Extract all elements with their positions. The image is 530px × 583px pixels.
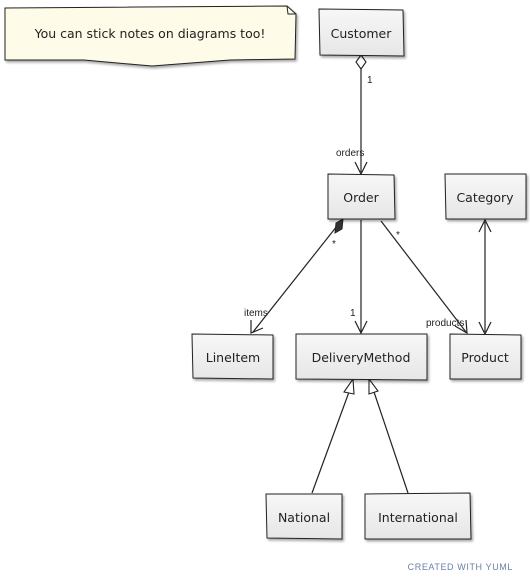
note-text: You can stick notes on diagrams too! <box>34 26 266 41</box>
products-multiplicity: * <box>396 230 400 241</box>
class-international[interactable]: International <box>364 492 472 540</box>
class-name: Order <box>343 190 379 205</box>
arrowhead-category <box>478 218 492 233</box>
edge-labels: 1 orders * items 1 * products <box>244 75 464 329</box>
class-name: International <box>378 510 458 525</box>
edge-international-delivery <box>373 391 409 494</box>
composition-diamond-icon <box>334 218 344 234</box>
associations <box>250 54 492 494</box>
edge-order-lineitem <box>252 225 338 333</box>
arrowhead-lineitem <box>250 320 264 334</box>
inheritance-triangle-icon <box>368 377 379 395</box>
class-product[interactable]: Product <box>449 333 522 380</box>
class-name: DeliveryMethod <box>312 350 411 365</box>
edge-order-product <box>380 220 467 333</box>
class-deliverymethod[interactable]: DeliveryMethod <box>295 333 428 381</box>
edge-national-delivery <box>311 391 350 494</box>
arrowhead-product <box>454 319 468 335</box>
inheritance-triangle-icon <box>343 377 355 395</box>
arrowhead-delivery <box>354 320 368 335</box>
class-lineitem[interactable]: LineItem <box>191 333 274 380</box>
class-name: National <box>278 510 330 525</box>
orders-role-label: orders <box>336 148 364 159</box>
sticky-note: You can stick notes on diagrams too! <box>4 5 297 67</box>
class-order[interactable]: Order <box>327 173 396 220</box>
class-category[interactable]: Category <box>444 173 527 220</box>
lineitem-multiplicity: * <box>332 239 336 250</box>
class-name: Category <box>456 190 514 205</box>
aggregation-diamond-icon <box>355 54 367 70</box>
class-name: Customer <box>331 26 393 41</box>
customer-multiplicity: 1 <box>367 75 373 86</box>
delivery-multiplicity: 1 <box>350 308 356 319</box>
class-name: Product <box>461 350 509 365</box>
class-national[interactable]: National <box>265 493 343 540</box>
created-with-credit: CREATED WITH YUML <box>408 562 513 572</box>
products-role-label: products <box>426 318 464 329</box>
class-customer[interactable]: Customer <box>318 8 405 57</box>
class-name: LineItem <box>206 350 261 365</box>
items-role-label: items <box>244 308 268 319</box>
